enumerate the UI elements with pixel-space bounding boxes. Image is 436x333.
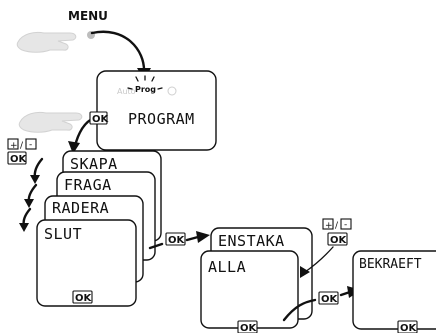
confirm-screen: BEKRAEFT — [352, 250, 436, 330]
ok-button[interactable]: OK — [7, 151, 28, 165]
submenu-item-fraga: FRAGA — [64, 176, 112, 194]
submenu-item-radera: RADERA — [52, 199, 109, 217]
ok-button[interactable]: OK — [89, 111, 110, 125]
svg-text:-: - — [29, 140, 32, 150]
hand-pointer-icon-menu — [16, 31, 95, 53]
program-title: PROGRAM — [128, 110, 195, 128]
ok-button[interactable]: OK — [237, 320, 258, 333]
svg-text:OK: OK — [400, 323, 418, 333]
svg-text:OK: OK — [330, 235, 348, 246]
auto-label: Auto — [117, 87, 136, 96]
option-screen-alla: ALLA — [200, 250, 299, 329]
svg-text:OK: OK — [92, 114, 110, 125]
svg-text:OK: OK — [321, 294, 339, 305]
prog-flash-indicator: Prog — [127, 75, 163, 94]
svg-text:/: / — [335, 221, 339, 231]
svg-text:OK: OK — [10, 154, 28, 165]
svg-text:OK: OK — [168, 235, 186, 246]
arrow-scroll-2 — [24, 183, 38, 208]
program-screen: Auto Prog PROGRAM — [96, 70, 217, 151]
submenu-item-slut: SLUT — [44, 225, 82, 243]
svg-text:+: + — [10, 141, 18, 151]
svg-text:OK: OK — [240, 323, 258, 333]
submenu-screen-slut: SLUT — [36, 219, 137, 307]
ok-button[interactable]: OK — [72, 290, 93, 304]
submenu-item-skapa: SKAPA — [70, 155, 118, 173]
ok-button[interactable]: OK — [165, 232, 186, 246]
svg-text:+: + — [325, 221, 333, 231]
ok-button[interactable]: OK — [397, 320, 418, 333]
plus-minus-button[interactable]: + / - — [322, 218, 352, 231]
arrow-scroll-3 — [19, 207, 32, 232]
option-item-enstaka: ENSTAKA — [218, 232, 285, 250]
prog-indicator: Prog — [135, 85, 156, 94]
option-item-alla: ALLA — [208, 258, 246, 276]
svg-text:OK: OK — [75, 293, 93, 304]
svg-text:/: / — [20, 141, 24, 151]
confirm-text: BEKRAEFT — [359, 257, 422, 272]
arrow-submenu-to-options — [148, 231, 210, 250]
ok-button[interactable]: OK — [318, 291, 339, 305]
plus-minus-button[interactable]: + / - — [7, 138, 37, 151]
arrow-scroll-1 — [30, 157, 44, 184]
clock-icon — [167, 86, 177, 96]
ok-button[interactable]: OK — [327, 232, 348, 246]
svg-text:-: - — [344, 220, 347, 230]
arrow-select-option — [300, 246, 334, 278]
menu-label: MENU — [68, 9, 108, 23]
